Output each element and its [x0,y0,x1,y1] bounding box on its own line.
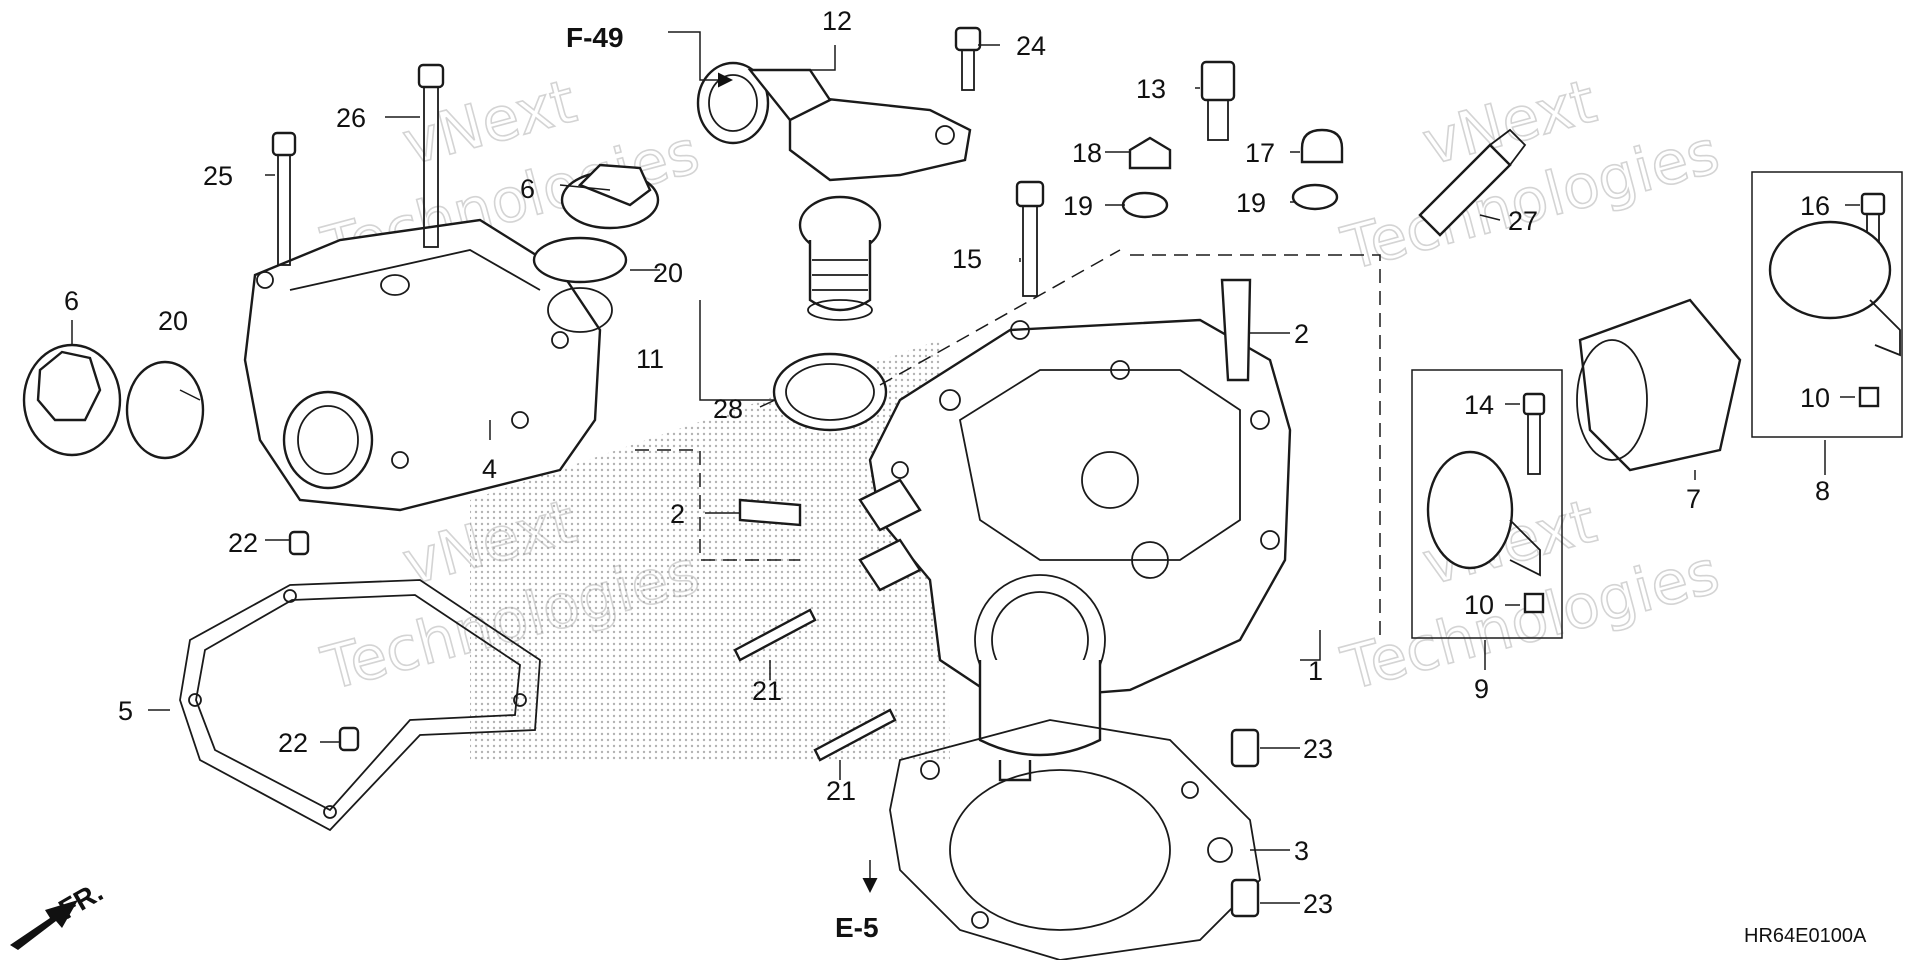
callout-14: 14 [1464,390,1494,420]
part-cover-gasket [179,579,541,832]
part-dowel-pin-23-lower [1230,878,1260,918]
callout-7: 7 [1686,484,1701,514]
part-stud-upper [733,608,817,662]
callout-18: 18 [1072,138,1102,168]
part-dowel-pipe-left [738,498,802,527]
part-bolt-25 [271,131,297,266]
part-spark-plug [1418,128,1527,237]
callout-21: 21 [826,776,856,806]
part-washer-19-right [1291,183,1339,211]
callout-25: 25 [203,161,233,191]
callout-15: 15 [952,244,982,274]
callout-4: 4 [482,454,497,484]
kit-box-8 [1751,171,1903,438]
part-cap-18 [1128,136,1172,170]
callout-9: 9 [1474,674,1489,704]
callout-6: 6 [520,174,535,204]
part-band-8 [1768,220,1901,357]
dotted-logo-backdrop [470,340,950,760]
callout-19: 19 [1063,191,1093,221]
callout-20: 20 [653,258,683,288]
part-o-ring-top [532,236,628,284]
part-head-gasket [889,719,1261,960]
part-dowel-pipe [1220,278,1252,382]
callouts: 1 2 2 3 4 5 6 6 7 8 9 10 10 11 12 13 14 … [64,6,1830,919]
assembly-dash-left [635,449,800,561]
reference-e5: E-5 [835,912,879,943]
part-bolt-24 [954,26,982,91]
part-temp-sensor [1200,60,1236,141]
front-direction-arrow: FR. [10,876,108,950]
part-nut-10-lower [1523,592,1545,614]
part-bolt-14 [1522,392,1546,475]
callout-10: 10 [1800,383,1830,413]
callout-8: 8 [1815,476,1830,506]
part-insulator-7 [1576,298,1742,472]
part-stud-lower [813,708,897,762]
callout-17: 17 [1245,138,1275,168]
part-dowel-pin-22-lower [338,726,360,752]
callout-23: 23 [1303,734,1333,764]
part-seal-ring-inner [785,363,875,421]
callout-13: 13 [1136,74,1166,104]
callout-23: 23 [1303,889,1333,919]
callout-5: 5 [118,696,133,726]
assembly-dash-mid [879,249,1121,386]
part-cylinder-head [858,318,1292,782]
callout-2: 2 [670,499,685,529]
part-washer-19 [1121,191,1169,219]
leader-lines [71,31,1860,904]
part-seal-ring [772,352,888,432]
part-dowel-pin-22 [288,530,310,556]
callout-16: 16 [1800,191,1830,221]
part-head-cover [243,218,613,512]
callout-2: 2 [1294,319,1309,349]
assembly-dash-right [1130,254,1381,640]
reference-f49: F-49 [566,22,624,53]
callout-26: 26 [336,103,366,133]
part-oil-filler-cap-top [560,163,660,230]
part-dowel-pin-23 [1230,728,1260,768]
callout-22: 22 [228,528,258,558]
callout-3: 3 [1294,836,1309,866]
kit-box-9 [1411,369,1563,639]
callout-12: 12 [822,6,852,36]
part-thermostat [798,195,882,321]
part-cap-17 [1300,128,1344,164]
part-band-9 [1426,450,1541,577]
callout-27: 27 [1508,206,1538,236]
callout-28: 28 [713,394,743,424]
part-thermostat-cover [696,61,972,182]
part-bolt-15 [1015,180,1045,297]
callout-1: 1 [1308,656,1323,686]
callout-24: 24 [1016,31,1046,61]
callout-21: 21 [752,676,782,706]
part-bolt-26 [417,63,445,248]
callout-22: 22 [278,728,308,758]
callout-11: 11 [636,344,664,374]
diagram-code: HR64E0100A [1744,925,1867,947]
callout-19: 19 [1236,188,1266,218]
part-o-ring [125,360,205,460]
callout-10: 10 [1464,590,1494,620]
part-nut-10 [1858,386,1880,408]
part-oil-filler-cap [22,343,122,457]
callout-20: 20 [158,306,188,336]
callout-6: 6 [64,286,79,316]
